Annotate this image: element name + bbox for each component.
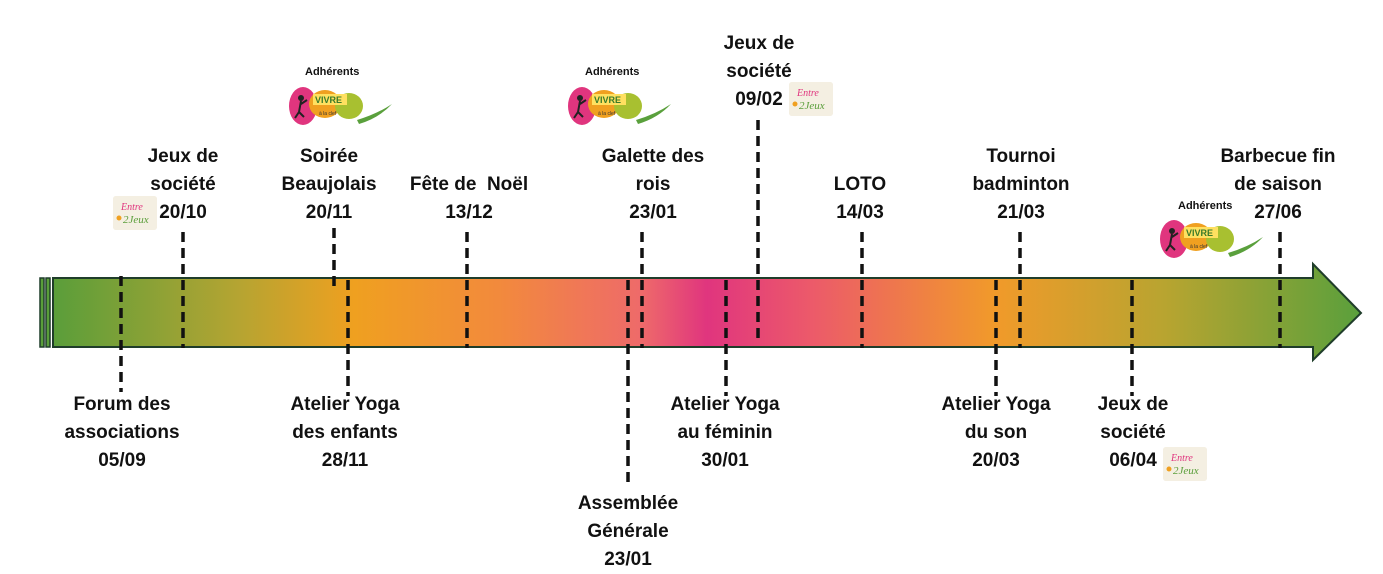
svg-text:2Jeux: 2Jeux: [799, 100, 825, 112]
vivre-logo-icon: VIVRE à la clef: [568, 87, 671, 125]
timeline-arrow: [52, 261, 1363, 363]
vivre-logo-icon: VIVRE à la clef: [1160, 220, 1263, 258]
svg-text:Entre: Entre: [796, 88, 819, 99]
adherents-badge-label: Adhérents: [585, 66, 640, 78]
svg-text:Entre: Entre: [1170, 453, 1193, 464]
timeline-cap: [45, 277, 51, 348]
adherents-badge-label: Adhérents: [305, 66, 360, 78]
svg-text:à la clef: à la clef: [1190, 244, 1208, 250]
svg-text:2Jeux: 2Jeux: [123, 214, 149, 226]
adherents-badge-label: Adhérents: [1178, 200, 1233, 212]
timeline-cap: [39, 277, 45, 348]
svg-text:Entre: Entre: [120, 202, 143, 213]
svg-text:à la clef: à la clef: [598, 111, 616, 117]
entre-2-jeux-logo-icon: Entre 2Jeux: [789, 82, 833, 116]
svg-text:2Jeux: 2Jeux: [1173, 465, 1199, 477]
vivre-logo-icon: VIVRE à la clef: [289, 87, 392, 125]
svg-text:à la clef: à la clef: [319, 111, 337, 117]
svg-text:VIVRE: VIVRE: [594, 95, 621, 105]
entre-2-jeux-logo-icon: Entre 2Jeux: [1163, 447, 1207, 481]
tick-group: [119, 120, 1282, 484]
entre-2-jeux-logo-icon: Entre 2Jeux: [113, 196, 157, 230]
svg-text:VIVRE: VIVRE: [1186, 228, 1213, 238]
svg-text:VIVRE: VIVRE: [315, 95, 342, 105]
